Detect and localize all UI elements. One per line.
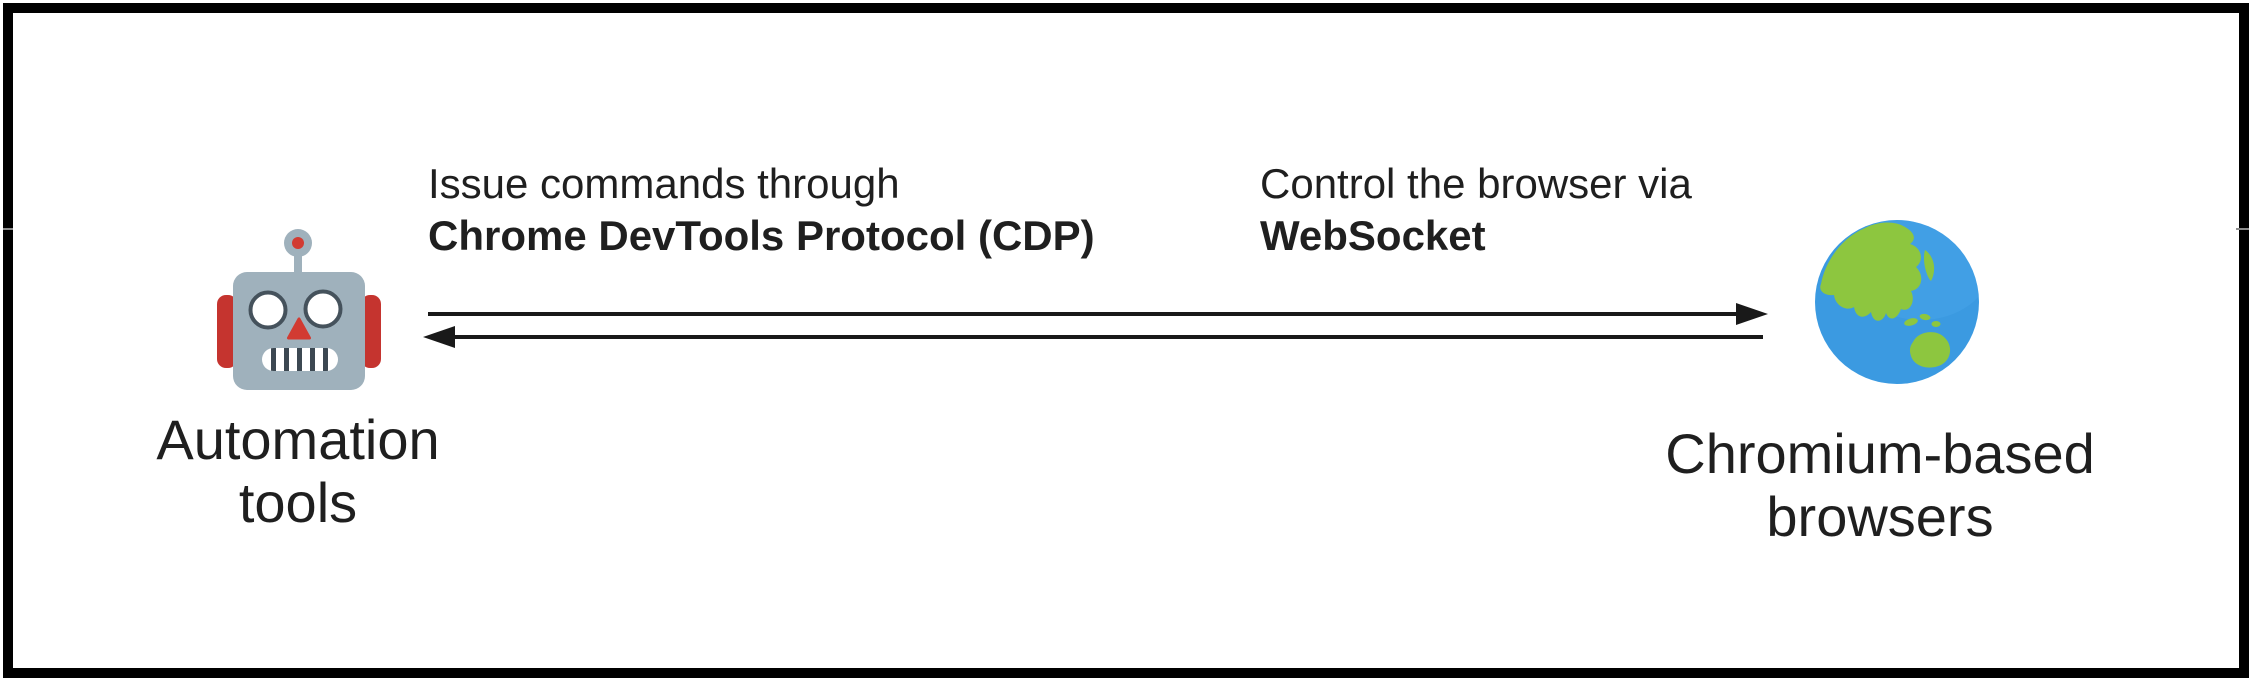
browsers-label-line1: Chromium-based xyxy=(1665,422,2095,485)
robot-teeth xyxy=(271,348,328,371)
annotation-websocket: Control the browser via WebSocket xyxy=(1260,158,1692,262)
annotation-cdp: Issue commands through Chrome DevTools P… xyxy=(428,158,1095,262)
robot-ear-left xyxy=(217,295,237,368)
annotation-cdp-line1: Issue commands through xyxy=(428,160,900,207)
annotation-cdp-line2: Chrome DevTools Protocol (CDP) xyxy=(428,212,1095,259)
globe-icon xyxy=(1813,218,1981,386)
robot-ear-right xyxy=(361,295,381,368)
robot-icon xyxy=(215,226,383,392)
browsers-label-line2: browsers xyxy=(1766,485,1994,548)
arrow-right xyxy=(428,303,1768,325)
robot-eye-left xyxy=(248,290,288,330)
automation-label-line2: tools xyxy=(238,471,358,534)
automation-node-label: Automation tools xyxy=(48,408,548,534)
browsers-node-label: Chromium-based browsers xyxy=(1630,422,2130,548)
frame-seam-left xyxy=(3,228,13,230)
annotation-websocket-line2: WebSocket xyxy=(1260,212,1486,259)
robot-antenna-stem xyxy=(294,252,302,278)
annotation-websocket-line1: Control the browser via xyxy=(1260,160,1692,207)
automation-label-line1: Automation xyxy=(156,408,440,471)
arrow-left xyxy=(423,326,1763,348)
robot-nose xyxy=(287,317,311,340)
frame-seam-right xyxy=(2236,228,2249,230)
robot-eye-right xyxy=(303,289,343,329)
